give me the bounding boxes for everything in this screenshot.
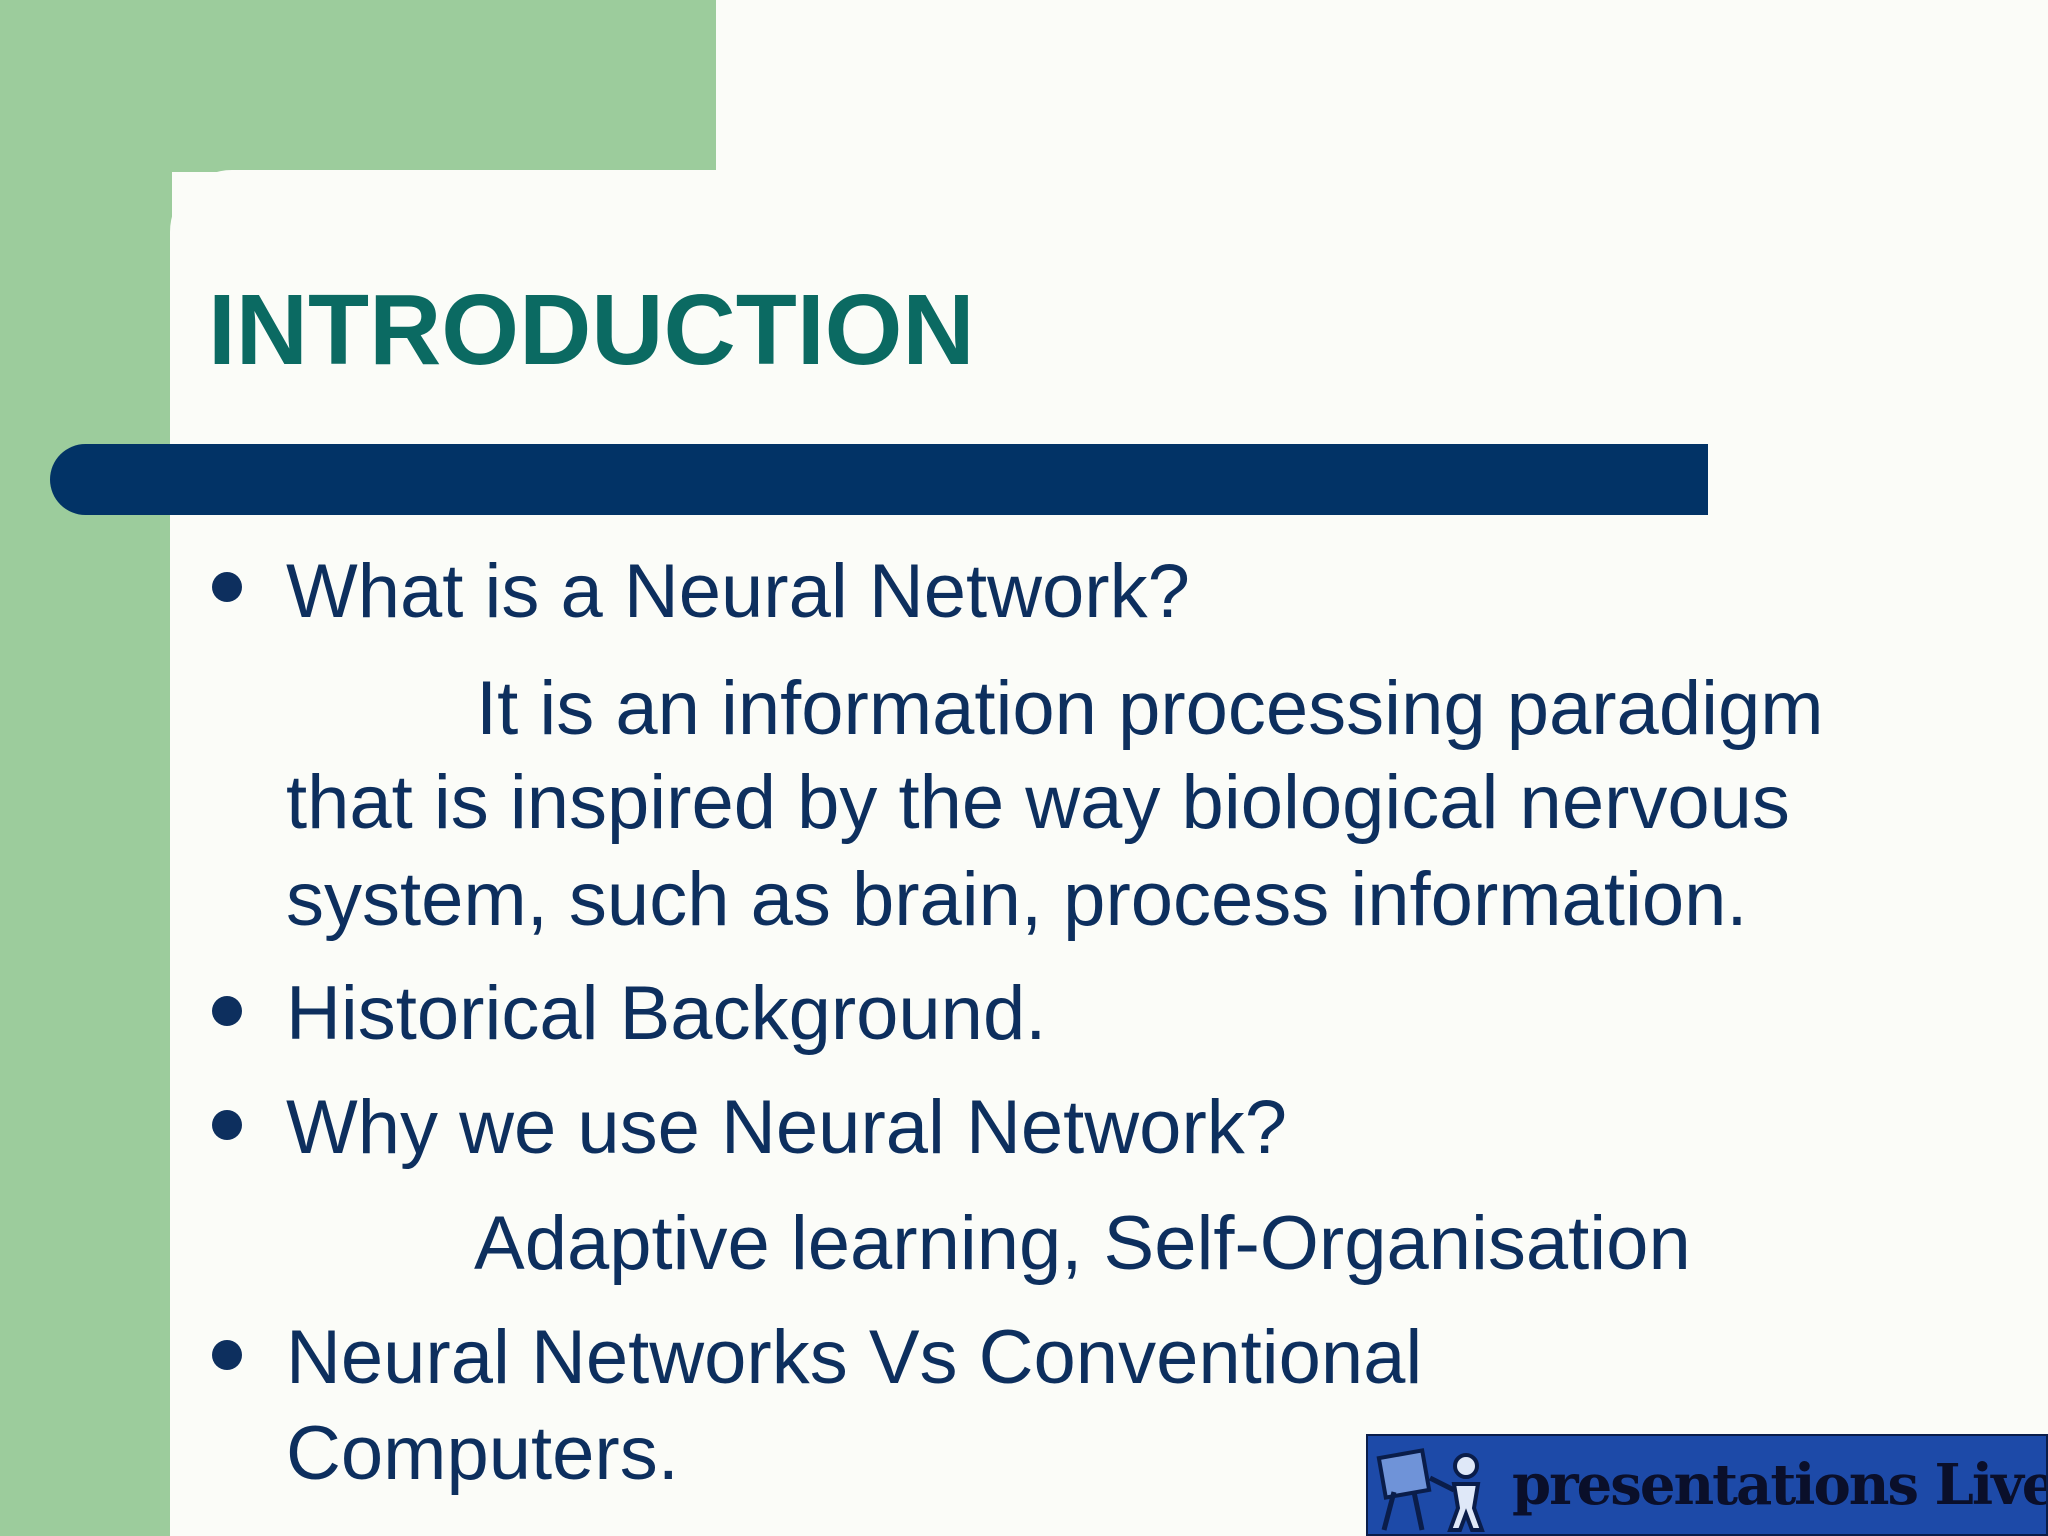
body-line-7: Adaptive learning, Self-Organisation — [474, 1201, 1691, 1286]
bullet-dot-2 — [212, 996, 242, 1026]
bullet-dot-4 — [212, 1340, 242, 1370]
body-line-8: Neural Networks Vs Conventional — [286, 1315, 1423, 1400]
body-line-6: Why we use Neural Network? — [286, 1085, 1288, 1170]
body-line-5: Historical Background. — [286, 971, 1047, 1056]
bullet-dot-1 — [212, 572, 242, 602]
title-divider-bar — [50, 444, 1708, 515]
content-panel — [170, 170, 2048, 1536]
bullet-dot-3 — [212, 1110, 242, 1140]
body-line-4: system, such as brain, process informati… — [286, 857, 1748, 942]
body-line-9: Computers. — [286, 1411, 679, 1496]
presentations-live-logo: presentations Live pL — [1366, 1434, 2048, 1536]
presenter-easel-icon — [1376, 1448, 1485, 1532]
body-line-1: What is a Neural Network? — [286, 549, 1190, 634]
body-line-2: It is an information processing paradigm — [476, 666, 1824, 751]
slide-title: INTRODUCTION — [208, 274, 975, 386]
logo-wordmark: presentations Live — [1512, 1452, 2048, 1518]
body-line-3: that is inspired by the way biological n… — [286, 760, 1790, 845]
green-left-band — [0, 0, 172, 1536]
